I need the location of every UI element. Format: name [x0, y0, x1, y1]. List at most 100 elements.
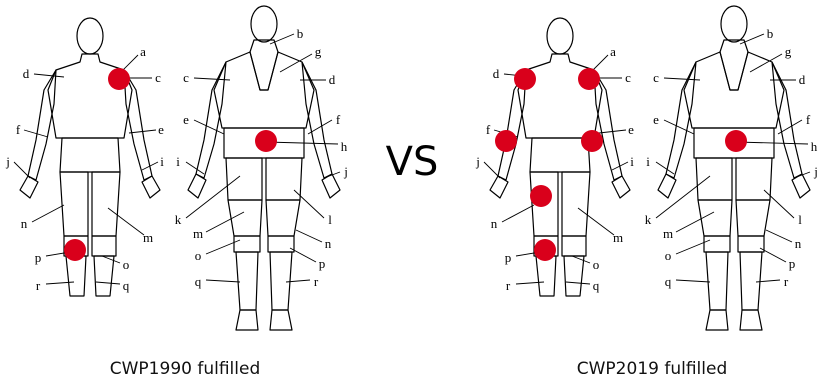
- back-leader-g: [280, 54, 312, 72]
- front-region-label-e: e: [628, 122, 634, 137]
- back-region-label-e: e: [653, 112, 659, 127]
- front-region-label-f: f: [486, 122, 491, 137]
- back-right-knee: [704, 236, 730, 252]
- front-region-label-m: m: [143, 230, 153, 245]
- front-leader-r: [516, 282, 544, 284]
- front-leader-d: [34, 74, 64, 77]
- front-leader-j: [14, 162, 30, 178]
- front-pain-marker-f: [495, 130, 517, 152]
- front-region-label-p: p: [35, 250, 42, 265]
- back-upper: [214, 52, 314, 128]
- front-leader-o: [102, 256, 120, 263]
- back-left-thigh: [266, 200, 300, 236]
- back-region-label-p: p: [789, 256, 796, 271]
- back-leader-l: [294, 190, 324, 218]
- back-region-label-d: d: [329, 72, 336, 87]
- back-neck: [720, 40, 748, 90]
- front-pain-marker-c: [578, 68, 600, 90]
- back-leader-m: [676, 212, 714, 232]
- back-region-label-j: j: [343, 164, 348, 179]
- front-region-label-e: e: [158, 122, 164, 137]
- back-leader-l: [764, 190, 794, 218]
- front-leader-o: [572, 256, 590, 263]
- front-region-label-a: a: [140, 44, 146, 59]
- back-head: [251, 6, 277, 42]
- back-right-buttock: [226, 158, 262, 200]
- back-left-foot: [270, 310, 292, 330]
- back-region-label-r: r: [784, 274, 789, 289]
- back-region-label-g: g: [315, 44, 322, 59]
- back-left-knee: [738, 236, 764, 252]
- back-region-label-o: o: [665, 248, 672, 263]
- back-region-label-h: h: [341, 139, 348, 154]
- front-abdomen: [530, 138, 590, 172]
- back-leader-e: [664, 120, 694, 134]
- back-left-buttock: [736, 158, 772, 200]
- back-leader-i: [186, 162, 204, 174]
- back-right-knee: [234, 236, 260, 252]
- back-left-arm: [302, 62, 332, 178]
- head: [547, 18, 573, 54]
- front-left-knee: [562, 236, 586, 256]
- back-left-foot: [740, 310, 762, 330]
- front-region-label-n: n: [21, 216, 28, 231]
- front-leader-n: [502, 205, 534, 222]
- back-region-label-m: m: [193, 226, 203, 241]
- front-leader-m: [578, 208, 614, 235]
- front-right-arm: [28, 70, 56, 180]
- front-pain-marker-n: [530, 185, 552, 207]
- front-region-label-n: n: [491, 216, 498, 231]
- front-region-label-i: i: [160, 154, 164, 169]
- back-leader-k: [656, 176, 710, 218]
- front-left-shin: [94, 256, 114, 296]
- back-region-label-k: k: [175, 212, 182, 227]
- back-leader-i: [656, 162, 674, 174]
- vs-label: VS: [386, 139, 439, 185]
- caption-right: CWP2019 fulfilled: [577, 359, 728, 379]
- back-left-calf: [270, 252, 292, 310]
- front-left-thigh: [92, 172, 120, 236]
- back-leader-q: [676, 280, 710, 282]
- back-region-label-o: o: [195, 248, 202, 263]
- front-pain-marker-p: [534, 239, 556, 261]
- back-leader-n: [766, 230, 792, 242]
- back-leader-e: [194, 120, 224, 134]
- front-torso: [48, 54, 132, 138]
- front-region-label-o: o: [123, 257, 130, 272]
- front-region-label-m: m: [613, 230, 623, 245]
- back-leader-p: [760, 248, 786, 262]
- front-right-shin: [536, 256, 556, 296]
- front-leader-n: [32, 205, 64, 222]
- front-leader-r: [46, 282, 74, 284]
- front-leader-j: [484, 162, 500, 178]
- back-upper: [684, 52, 784, 128]
- back-right-foot: [236, 310, 258, 330]
- back-left-knee: [268, 236, 294, 252]
- front-region-label-j: j: [5, 154, 10, 169]
- back-region-label-k: k: [645, 212, 652, 227]
- back-leader-f: [308, 120, 332, 134]
- back-region-label-l: l: [328, 212, 332, 227]
- back-region-label-i: i: [646, 154, 650, 169]
- back-pain-marker-h: [725, 130, 747, 152]
- front-left-knee: [92, 236, 116, 256]
- back-region-label-r: r: [314, 274, 319, 289]
- back-region-label-p: p: [319, 256, 326, 271]
- front-pain-marker-d: [514, 68, 536, 90]
- front-right-thigh: [60, 172, 88, 236]
- back-region-label-b: b: [767, 26, 774, 41]
- back-right-calf: [706, 252, 728, 310]
- front-leader-q: [96, 282, 120, 284]
- back-head: [721, 6, 747, 42]
- front-region-label-q: q: [593, 278, 600, 293]
- back-left-thigh: [736, 200, 770, 236]
- front-abdomen: [60, 138, 120, 172]
- front-right-shin: [66, 256, 86, 296]
- back-right-calf: [236, 252, 258, 310]
- front-region-label-f: f: [16, 122, 21, 137]
- front-region-label-c: c: [155, 70, 161, 85]
- back-right-buttock: [696, 158, 732, 200]
- back-region-label-q: q: [665, 274, 672, 289]
- back-region-label-d: d: [799, 72, 806, 87]
